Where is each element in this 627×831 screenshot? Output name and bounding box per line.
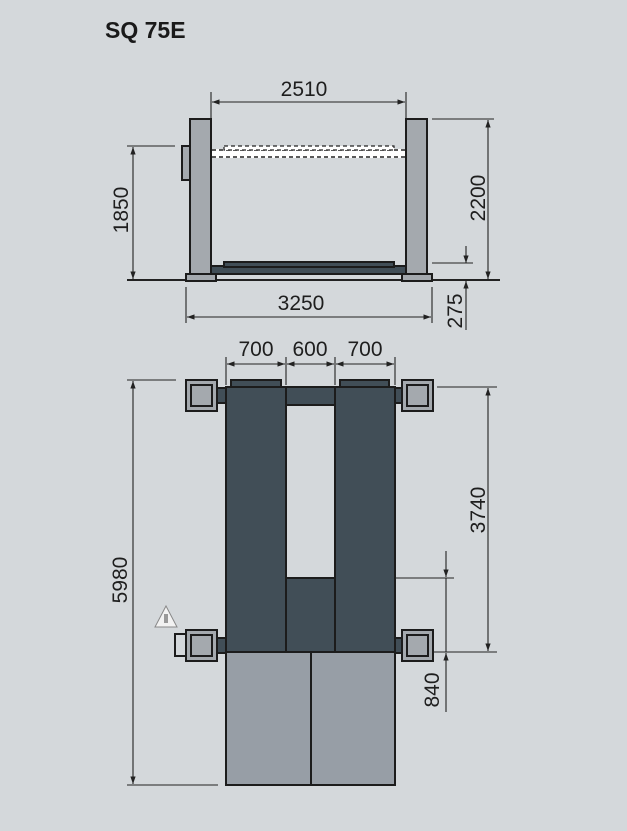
dim-3740: 3740 [467, 487, 490, 534]
left-column [189, 118, 212, 276]
right-rear-plate [310, 651, 396, 786]
right-approach-ramp [339, 379, 390, 388]
dim-840: 840 [421, 672, 444, 707]
dim-2510: 2510 [281, 78, 328, 101]
right-runway [334, 386, 396, 653]
post-rear-right [394, 629, 434, 662]
left-approach-ramp [230, 379, 282, 388]
post-rear-left [174, 629, 227, 662]
ramps-lowered [223, 261, 395, 268]
right-base-plate [401, 273, 433, 282]
dim-3250: 3250 [278, 292, 325, 315]
dim-700-left: 700 [238, 338, 273, 361]
left-base-plate [185, 273, 217, 282]
left-runway [225, 386, 287, 653]
control-box [181, 145, 191, 181]
post-front-right [394, 379, 434, 412]
platform-raised-dashed [212, 145, 405, 158]
left-rear-plate [225, 651, 312, 786]
warning-triangle-icon [154, 604, 178, 628]
post-front-left [185, 379, 227, 412]
plan-view: 700 600 700 5980 3740 840 [109, 338, 497, 786]
dim-2200: 2200 [467, 175, 490, 222]
dim-275: 275 [444, 293, 467, 328]
front-crossbar [285, 386, 336, 406]
model-title: SQ 75E [105, 17, 186, 43]
dim-700-right: 700 [347, 338, 382, 361]
dim-5980: 5980 [109, 557, 132, 604]
dim-600: 600 [292, 338, 327, 361]
right-column [405, 118, 428, 276]
dim-1850: 1850 [110, 187, 133, 234]
front-view: 2510 1850 2200 275 3250 [110, 78, 500, 330]
rear-crossbar [285, 577, 336, 653]
